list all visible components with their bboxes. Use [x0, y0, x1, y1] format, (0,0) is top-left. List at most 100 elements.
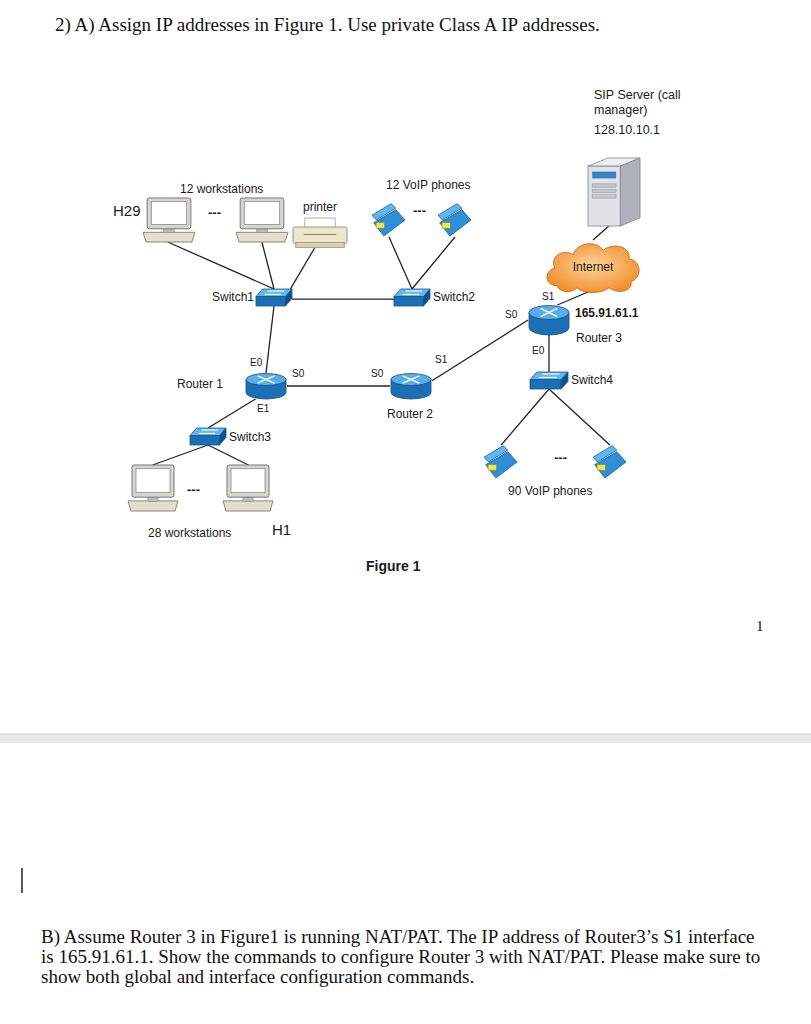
network-link [287, 385, 390, 386]
workstation-screen [244, 202, 279, 225]
device-icon [256, 289, 292, 306]
router-arrow [403, 376, 420, 383]
network-link [208, 399, 256, 428]
server-drive [592, 184, 616, 187]
device-icon [394, 289, 430, 306]
device-label: Router 3 [576, 331, 622, 345]
device-label: 128.10.10.1 [594, 123, 660, 138]
server-front [588, 166, 620, 226]
device-label: SIP Server (call manager) [594, 88, 686, 118]
ellipsis: --- [553, 450, 568, 466]
device-icon [293, 218, 347, 248]
workstation-screen [136, 469, 170, 493]
switch-front [256, 297, 286, 306]
device-icon [530, 372, 568, 389]
switch-arrow [268, 290, 285, 291]
interface-name: S0 [370, 368, 384, 380]
router-arrow [258, 376, 275, 383]
printer-icon: printer [293, 218, 347, 248]
phone-tag [597, 465, 605, 470]
router-arrow [541, 308, 558, 316]
router-arrow [541, 308, 558, 316]
phone-tag [442, 223, 450, 228]
printer-body [293, 227, 347, 244]
switch-arrow [542, 373, 559, 374]
workstation-base [128, 501, 178, 511]
device-icon [245, 373, 287, 399]
workstation-monitor [132, 465, 174, 497]
device-label: Switch2 [433, 290, 475, 304]
device-label: Router 2 [387, 407, 433, 421]
switch-arrow [199, 433, 216, 434]
figure-caption: Figure 1 [366, 558, 420, 575]
workstation-screen [231, 469, 265, 493]
device-label: Router 1 [177, 377, 223, 391]
host-name: H1 [271, 521, 292, 539]
device-label: Switch3 [229, 430, 271, 444]
phone-handset [593, 446, 617, 462]
router-icon: Router 2 [390, 373, 432, 399]
ip-address: 165.91.61.1 [574, 306, 639, 320]
workstation-base [143, 232, 195, 242]
workstation-screen [151, 202, 186, 225]
switch-side [220, 428, 226, 445]
phone-tag [376, 223, 384, 228]
network-link [153, 445, 249, 465]
device-icon [190, 428, 226, 445]
device-label: Switch1 [212, 290, 254, 304]
switch-arrow [406, 290, 423, 291]
router-top [391, 374, 431, 386]
ellipsis: --- [207, 205, 222, 221]
workstation-monitor [240, 198, 284, 229]
device-label: 90 VoIP phones [508, 484, 593, 498]
network-link [266, 306, 274, 373]
router-top [529, 306, 569, 320]
network-link [548, 335, 549, 372]
server-panel [592, 172, 616, 179]
device-icon [528, 305, 570, 335]
switch-arrow [265, 294, 282, 295]
internet-cloud: Internet [543, 240, 643, 292]
printer-slot [304, 234, 336, 235]
phone-handset [484, 446, 508, 462]
switch-arrow [403, 294, 420, 295]
page-divider [0, 734, 811, 743]
device-label: Internet [573, 260, 614, 274]
switch-icon: Switch1 [256, 289, 292, 306]
host-name: H29 [112, 202, 142, 220]
router-icon: Router 3 [528, 305, 570, 335]
switch-icon: Switch4 [530, 372, 568, 389]
server-drive [592, 189, 616, 192]
switch-side [561, 372, 568, 389]
page-number: 1 [755, 617, 765, 635]
switch-icon: Switch2 [394, 289, 430, 306]
device-label: 28 workstations [148, 526, 231, 540]
device-label: 12 VoIP phones [386, 178, 471, 192]
server-side [620, 158, 640, 226]
network-link [288, 248, 314, 292]
question-text: B) Assume Router 3 in Figure1 is running… [40, 927, 767, 987]
network-link [292, 299, 394, 300]
ellipsis: --- [186, 482, 201, 498]
workstation-monitor [147, 198, 191, 229]
network-link [432, 320, 528, 381]
server-drive [592, 195, 616, 198]
switch-front [530, 380, 561, 389]
switch-front [190, 436, 220, 445]
internet-cloud [547, 244, 639, 293]
interface-name: S1 [541, 291, 555, 303]
divider-edge [0, 734, 811, 735]
switch-arrow [202, 429, 219, 430]
switch-arrow [539, 377, 556, 378]
interface-name: S0 [504, 309, 518, 321]
switch-icon: Switch3 [190, 428, 226, 445]
device-label: 12 workstations [180, 182, 263, 196]
question-title: 2) A) Assign IP addresses in Figure 1. U… [55, 14, 600, 37]
server-icon: SIP Server (call manager)128.10.10.1 [588, 158, 640, 226]
interface-name: E0 [249, 357, 263, 369]
network-link [557, 292, 588, 305]
network-link [501, 389, 610, 445]
workstation-base [236, 232, 288, 242]
